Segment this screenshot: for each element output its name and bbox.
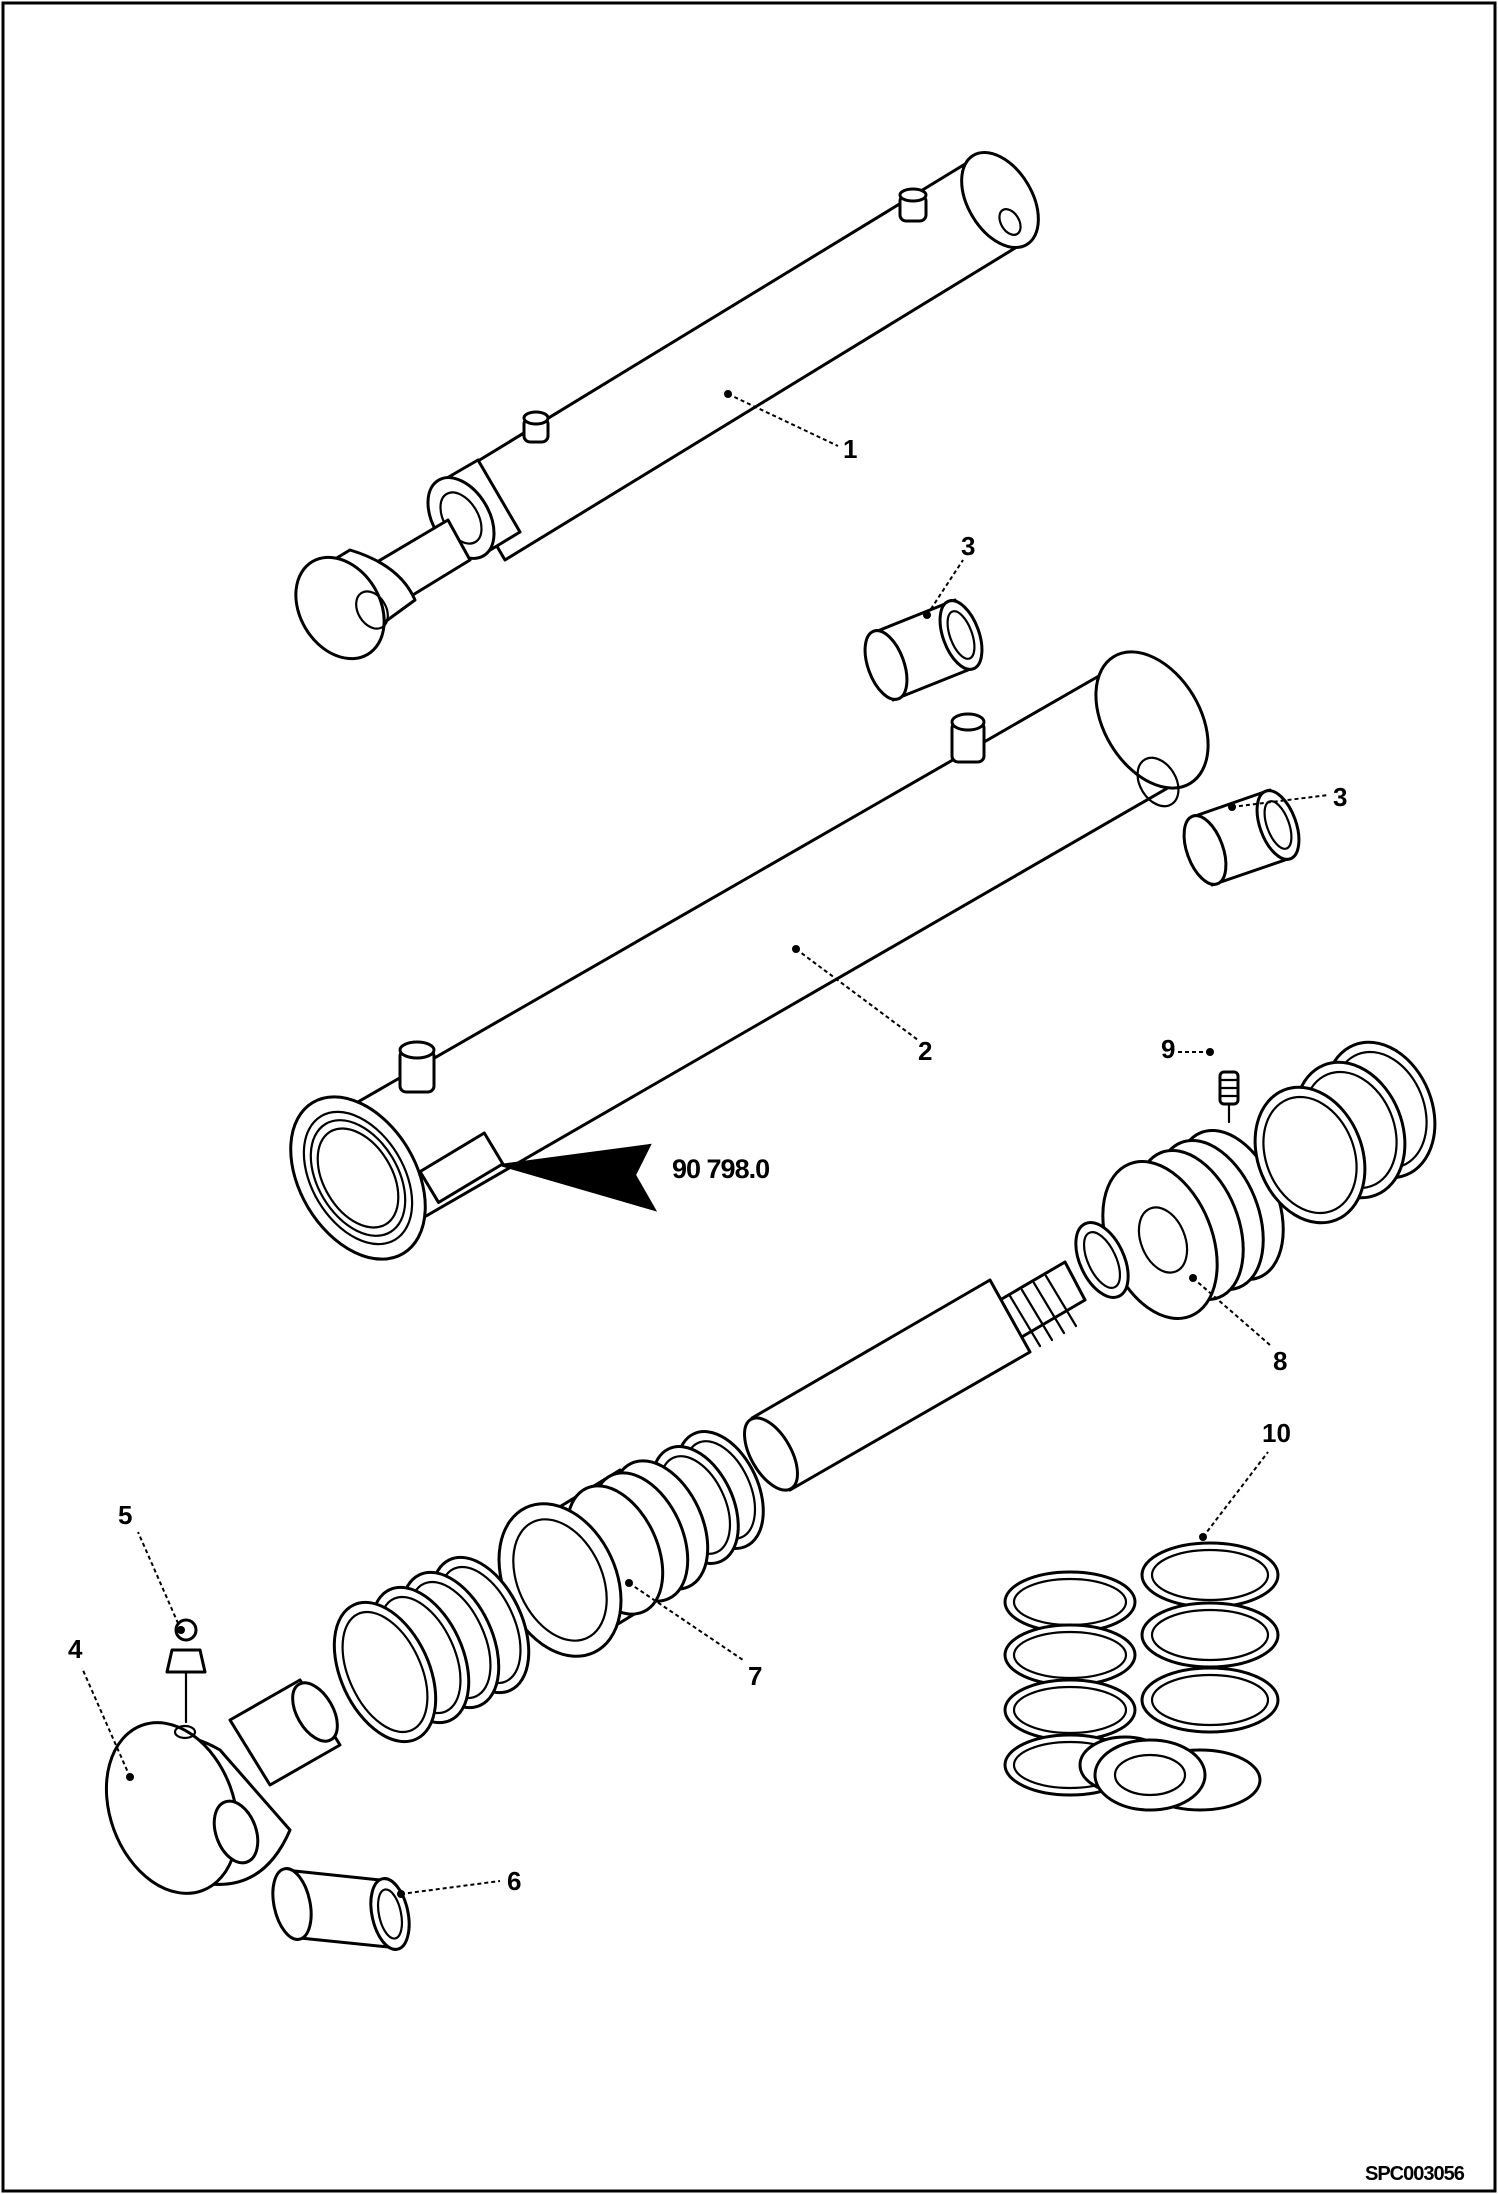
callout-1: 1	[843, 434, 857, 464]
callout-3-upper: 3	[961, 531, 975, 561]
leader-lines	[81, 390, 1329, 1898]
callout-3-right: 3	[1333, 782, 1347, 812]
marking-arrow	[499, 1143, 658, 1212]
part-5-grease-nipple	[165, 1618, 207, 1724]
drawing-code: SPC003056	[1365, 2163, 1465, 2185]
piston-rod	[743, 1260, 1087, 1492]
part-7-gland	[497, 1430, 765, 1658]
part-10-seal-kit	[1003, 1541, 1280, 1812]
part-4-rod-eye	[104, 1678, 342, 1895]
marking-callout: 90 798.0	[672, 1154, 769, 1184]
callout-5: 5	[118, 1500, 132, 1530]
part-8-piston	[1101, 1128, 1285, 1320]
o-ring	[1074, 1221, 1130, 1299]
callout-2: 2	[918, 1036, 932, 1066]
callout-9: 9	[1161, 1034, 1175, 1064]
part-2-cylinder-tube	[289, 650, 1210, 1261]
callout-4: 4	[68, 1634, 83, 1664]
part-9-set-screw	[1218, 1070, 1240, 1106]
piston-seal-rings	[1253, 1040, 1437, 1225]
part-6-bushing	[271, 1867, 411, 1951]
callout-6: 6	[507, 1866, 521, 1896]
part-3-bushing-right	[1182, 788, 1301, 887]
callout-8: 8	[1273, 1346, 1287, 1376]
callout-10: 10	[1262, 1418, 1291, 1448]
rod-wiper-seals	[332, 1555, 531, 1744]
part-1-cylinder-assembly	[294, 150, 1040, 661]
callout-7: 7	[748, 1661, 762, 1691]
part-3-bushing-upper	[863, 598, 984, 702]
